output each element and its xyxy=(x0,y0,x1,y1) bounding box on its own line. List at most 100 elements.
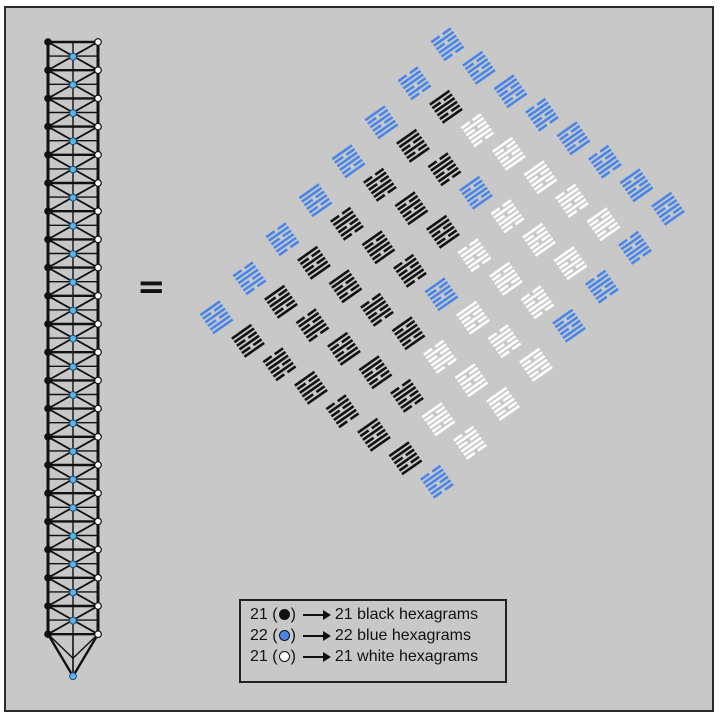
tower-edge xyxy=(46,633,75,678)
white-dot-icon xyxy=(278,651,290,662)
hexagram-line xyxy=(506,92,528,109)
hexagram-line xyxy=(439,347,450,355)
hexagram-line xyxy=(319,326,330,335)
hexagram xyxy=(523,160,558,195)
tower-edge xyxy=(47,351,74,367)
hexagram-line xyxy=(499,284,509,293)
hexagram-line xyxy=(553,246,575,263)
hexagram xyxy=(357,417,391,452)
hexagram-line xyxy=(523,160,545,177)
hexagram-line xyxy=(608,221,618,230)
hexagram-line xyxy=(555,191,565,200)
hexagram-line xyxy=(463,440,485,457)
tower-node-black xyxy=(44,376,52,385)
tower-node-white xyxy=(94,573,102,582)
hexagram xyxy=(522,222,556,257)
hexagram-line xyxy=(552,308,574,325)
hexagram-line xyxy=(498,404,520,421)
hexagram-line xyxy=(380,369,390,378)
arrow-right-icon xyxy=(302,630,331,641)
hexagram xyxy=(490,199,525,234)
hexagram-line xyxy=(394,191,416,208)
tower-node-blue xyxy=(69,165,77,174)
hexagram-line xyxy=(609,287,619,296)
hexagram-line xyxy=(457,246,468,255)
hexagram xyxy=(525,97,559,132)
hexagram-line xyxy=(405,319,416,328)
tower-node-blue xyxy=(69,52,77,61)
hexagram-line xyxy=(638,179,649,188)
tower-node-black xyxy=(44,489,52,498)
tower-node-blue xyxy=(69,193,77,202)
hexagram-line xyxy=(440,178,450,187)
hexagram-line xyxy=(379,175,390,183)
hexagram-line xyxy=(429,413,451,430)
hexagram-line xyxy=(306,194,328,211)
hexagram-line xyxy=(625,241,647,258)
tower-node-black xyxy=(44,66,52,74)
tower-edge xyxy=(72,238,99,255)
hexagram xyxy=(459,175,493,210)
hexagram-line xyxy=(308,374,318,383)
hexagram-line xyxy=(294,370,316,387)
hexagram-line xyxy=(525,300,536,309)
hexagram xyxy=(586,207,621,242)
tower-node-white xyxy=(94,94,102,103)
hexagram-line xyxy=(346,342,356,351)
hexagram-line xyxy=(428,354,438,363)
hexagram xyxy=(390,378,424,413)
hexagram-line xyxy=(496,77,518,94)
hexagram-line xyxy=(402,404,413,413)
hexagram-line xyxy=(401,378,412,387)
hexagram-line xyxy=(491,401,501,410)
hexagram-line xyxy=(304,393,314,402)
hexagram xyxy=(486,386,520,421)
hexagram-line xyxy=(264,284,286,301)
hexagram-line xyxy=(544,108,554,117)
hexagram-line xyxy=(281,358,292,367)
hexagram-line xyxy=(440,41,462,58)
hexagram-line xyxy=(594,218,616,235)
hexagram-line xyxy=(556,121,578,138)
hexagram-line xyxy=(498,210,520,227)
hexagram-line xyxy=(474,68,496,85)
hexagram-line xyxy=(338,291,349,300)
arrow-right-icon xyxy=(302,651,331,662)
hexagram-line xyxy=(393,456,404,465)
hexagram-line xyxy=(469,238,479,247)
tower-node-blue xyxy=(69,419,77,428)
hexagram-line xyxy=(396,323,418,340)
hexagram-line xyxy=(604,152,615,160)
hexagram-line xyxy=(417,271,427,280)
tower-edge xyxy=(47,379,74,396)
hexagram-line xyxy=(494,269,516,285)
hexagram xyxy=(231,323,265,358)
hexagram-line xyxy=(468,124,490,141)
hexagram xyxy=(454,363,489,398)
hexagram-line xyxy=(427,288,437,297)
hexagram-line xyxy=(431,464,442,473)
hexagram xyxy=(295,308,330,343)
tower-node-black xyxy=(44,574,52,582)
hexagram-line xyxy=(325,402,336,411)
hexagram-line xyxy=(368,182,378,191)
legend-count: 22 xyxy=(250,627,268,644)
hexagram-line xyxy=(535,112,557,129)
hexagram-line xyxy=(531,365,553,382)
hexagram-line xyxy=(364,241,374,250)
hexagram-line xyxy=(306,388,328,405)
tower-node-white xyxy=(94,545,102,554)
tower-node-blue xyxy=(69,109,77,117)
tower-node-blue xyxy=(69,391,77,399)
hexagram-line xyxy=(661,214,671,223)
hexagram-line xyxy=(409,261,420,269)
hexagram-line xyxy=(340,221,362,238)
hexagram-line xyxy=(544,303,555,312)
hexagram-line xyxy=(199,300,221,317)
hexagram-line xyxy=(399,327,421,344)
hexagram xyxy=(360,292,394,327)
tower-edge xyxy=(72,125,99,142)
hexagram-line xyxy=(530,299,552,316)
hexagram-line xyxy=(460,121,471,130)
hexagram-line xyxy=(656,206,666,215)
